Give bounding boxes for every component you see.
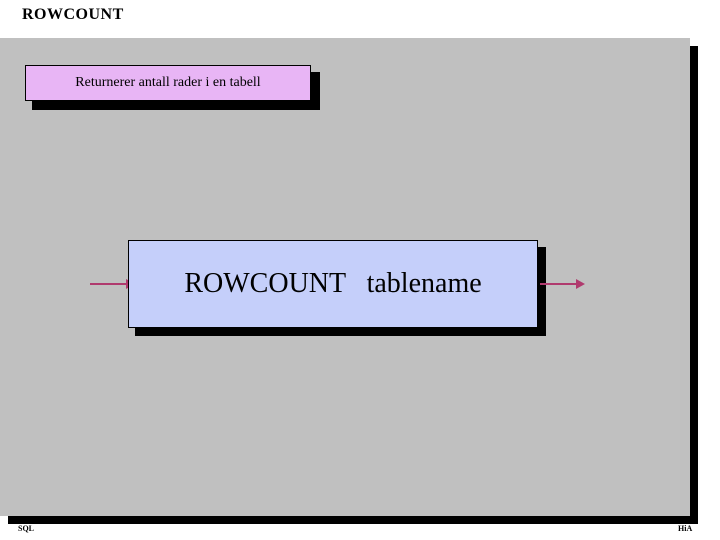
arrow-right-head-icon: [576, 279, 585, 289]
footer-left-label: SQL: [18, 524, 35, 533]
syntax-text: ROWCOUNT tablename: [184, 268, 482, 299]
footer-right-label: HiA: [678, 524, 693, 533]
body-panel-shadow-bottom: [8, 516, 698, 524]
arrow-right-line: [540, 283, 578, 285]
body-panel-shadow-right: [690, 46, 698, 524]
caption-box: Returnerer antall rader i en tabell: [25, 65, 311, 101]
arrow-left-line: [90, 283, 128, 285]
page-title: ROWCOUNT: [22, 6, 124, 23]
caption-text: Returnerer antall rader i en tabell: [75, 75, 261, 90]
syntax-box: ROWCOUNT tablename: [128, 240, 538, 328]
